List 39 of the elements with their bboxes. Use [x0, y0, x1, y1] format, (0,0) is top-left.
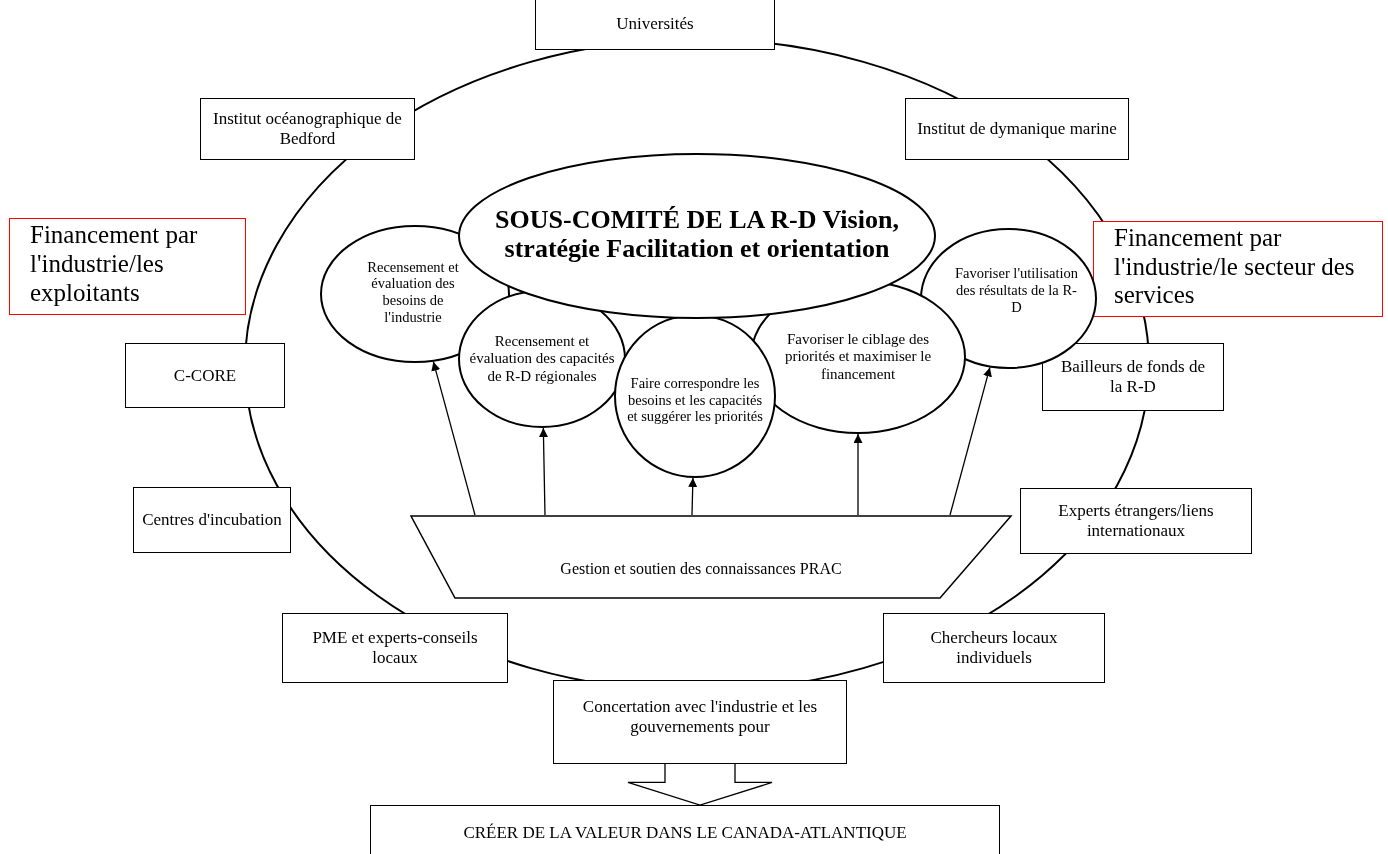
labeled-box [125, 343, 285, 408]
labeled-box [905, 98, 1129, 160]
labeled-box [553, 680, 847, 764]
node-label: Concertation avec l'industrie et les gouvernements pour [581, 697, 819, 737]
node-label: Favoriser l'utilisation des résultats de la R-D [954, 265, 1079, 316]
labeled-box [535, 0, 775, 50]
node-label: Institut océanographique de Bedford [212, 109, 403, 149]
labeled-box [133, 487, 291, 553]
node-label: Universités [615, 14, 695, 34]
node-label: Gestion et soutien des connaissances PRAC [559, 559, 843, 579]
arrow [539, 427, 548, 516]
node-label: Faire correspondre les besoins et les capacités et suggérer les priorités [626, 375, 764, 425]
labeled-box [200, 98, 415, 160]
node-label: PME et experts-conseils locaux [311, 628, 479, 668]
arrow [431, 361, 476, 516]
labeled-box [370, 805, 1000, 854]
node-label: SOUS-COMITÉ DE LA R-D Vision, stratégie Facilitation et orientation [494, 204, 900, 264]
labeled-box [1020, 488, 1252, 554]
labeled-box [282, 613, 508, 683]
node-label: Recensement et évaluation des capacités de R-D régionales [468, 333, 616, 385]
labeled-box [883, 613, 1105, 683]
node-label: Chercheurs locaux individuels [929, 628, 1059, 668]
funding-box [1093, 221, 1383, 317]
node-label: Bailleurs de fonds de la R-D [1060, 357, 1206, 397]
labeled-box [1042, 343, 1224, 411]
arrow [853, 433, 863, 516]
node-label: CRÉER DE LA VALEUR DANS LE CANADA-ATLANTIQUE [462, 822, 908, 843]
node-label: Experts étrangers/liens internationaux [1057, 501, 1215, 541]
node-label: Favoriser le ciblage des priorités et maximiser le financement [783, 331, 933, 383]
funding-label: Financement par l'industrie/le secteur des services [1114, 223, 1356, 311]
funding-label: Financement par l'industrie/les exploitants [30, 221, 199, 308]
arrow [949, 366, 992, 516]
node-label: C-CORE [172, 365, 238, 386]
node-label: Recensement et évaluation des besoins de l'industrie [366, 258, 460, 326]
node-label: Centres d'incubation [141, 510, 283, 530]
funding-box [9, 218, 246, 315]
block-arrow [627, 763, 773, 806]
node-label: Institut de dymanique marine [916, 119, 1118, 139]
arrow [688, 477, 698, 516]
